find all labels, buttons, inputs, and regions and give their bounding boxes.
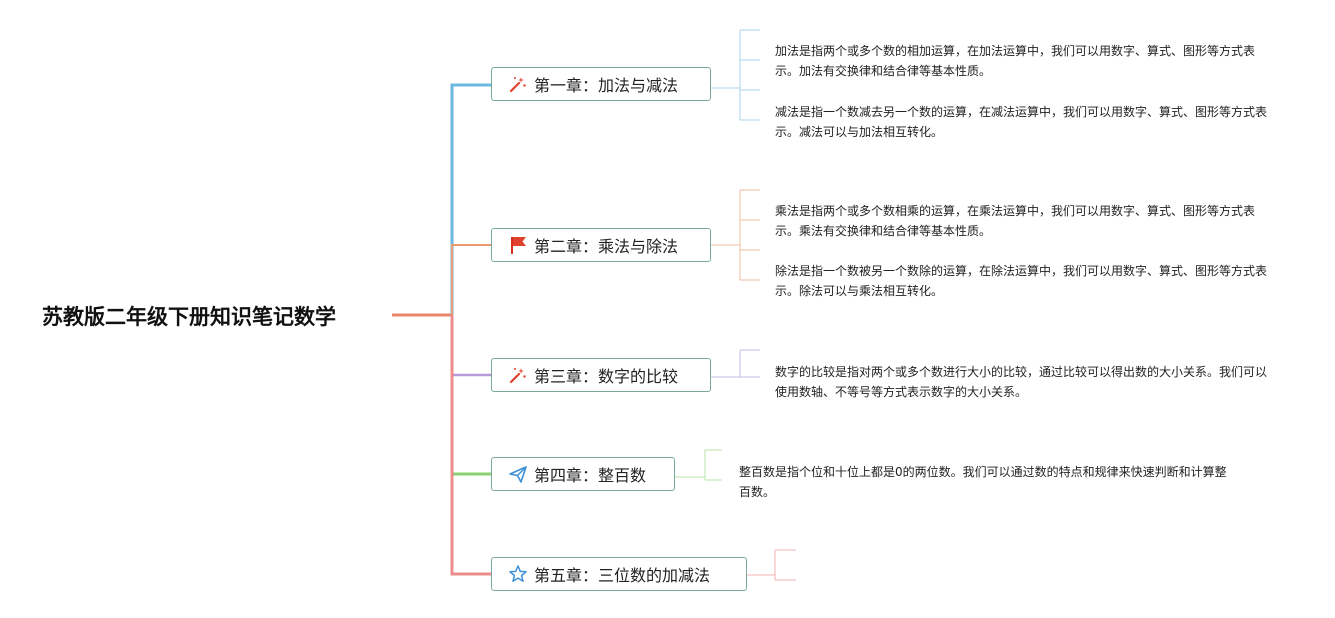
red-flag-icon: [508, 235, 528, 255]
chapter-3-label: 第三章：数字的比较: [534, 367, 679, 386]
trunk-ch2: [451, 244, 492, 315]
root-topic[interactable]: 苏教版二年级下册知识笔记数学: [42, 305, 336, 329]
ch4-note-connector: [674, 449, 722, 481]
chapter-1-note-2: 减法是指一个数减去另一个数的运算，在减法运算中，我们可以用数字、算式、图形等方式…: [775, 105, 1268, 139]
trunk-ch5: [450, 315, 492, 576]
trunk-ch1: [450, 83, 492, 315]
ch3-note-connector: [710, 349, 760, 378]
chapter-1-note-1: 加法是指两个或多个数的相加运算，在加法运算中，我们可以用数字、算式、图形等方式表…: [775, 44, 1256, 78]
ch2-note-connector: [710, 189, 760, 281]
star-icon: [508, 564, 528, 584]
trunk-ch4: [450, 315, 492, 476]
ch5-note-connector: [746, 549, 796, 581]
chapter-4-note-1: 整百数是指个位和十位上都是0的两位数。我们可以通过数的特点和规律来快速判断和计算…: [739, 465, 1227, 499]
magic-wand-icon: [508, 74, 528, 94]
chapter-1-label: 第一章：加法与减法: [534, 76, 679, 95]
magic-wand-icon: [508, 365, 528, 385]
trunk-ch3: [450, 315, 492, 377]
chapter-4-node[interactable]: 第四章：整百数: [491, 457, 675, 491]
chapter-5-node[interactable]: 第五章：三位数的加减法: [491, 557, 747, 591]
paper-plane-icon: [508, 464, 528, 484]
chapter-3-note-1: 数字的比较是指对两个或多个数进行大小的比较，通过比较可以得出数的大小关系。我们可…: [775, 365, 1268, 399]
ch1-note-connector: [710, 29, 760, 121]
chapter-2-label: 第二章：乘法与除法: [534, 237, 679, 256]
chapter-5-label: 第五章：三位数的加减法: [534, 566, 711, 585]
chapter-2-note-2: 除法是指一个数被另一个数除的运算，在除法运算中，我们可以用数字、算式、图形等方式…: [775, 264, 1268, 298]
chapter-2-node[interactable]: 第二章：乘法与除法: [491, 228, 711, 262]
chapter-2-note-1: 乘法是指两个或多个数相乘的运算，在乘法运算中，我们可以用数字、算式、图形等方式表…: [775, 204, 1256, 238]
chapter-4-label: 第四章：整百数: [534, 466, 647, 485]
chapter-3-node[interactable]: 第三章：数字的比较: [491, 358, 711, 392]
chapter-1-node[interactable]: 第一章：加法与减法: [491, 67, 711, 101]
